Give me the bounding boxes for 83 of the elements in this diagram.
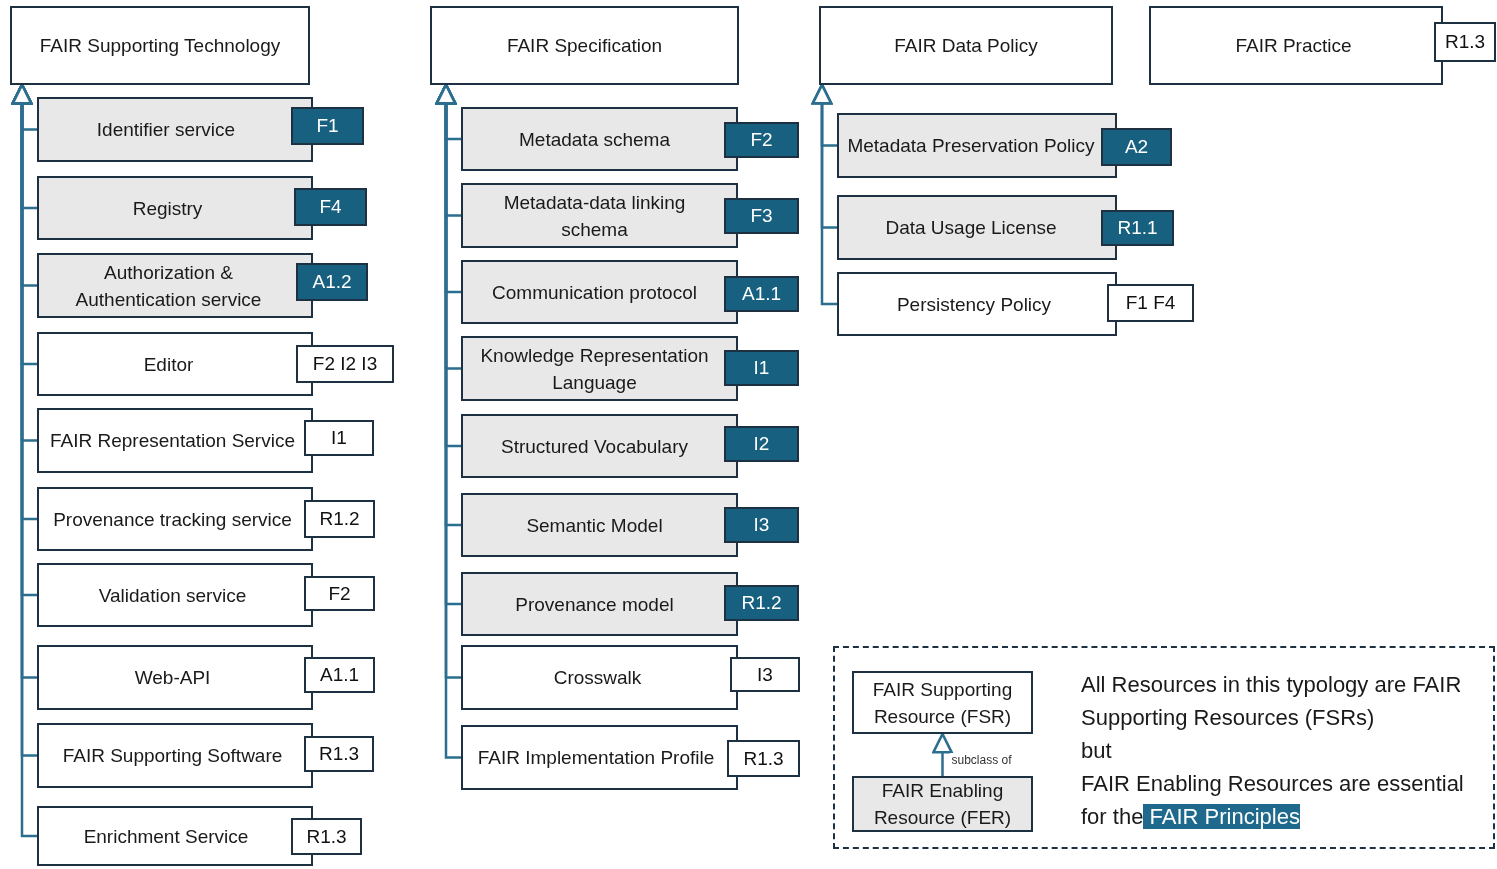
- principle-tag: I3: [730, 657, 800, 692]
- class-box: [852, 776, 1033, 832]
- class-name: Provenance model: [515, 592, 674, 617]
- principle-tag: I2: [724, 426, 799, 462]
- class-name: FAIR Implementation Profile: [477, 746, 715, 770]
- class-box: [10, 6, 310, 85]
- class-name: FAIR Practice: [1235, 34, 1352, 58]
- principle-tag: R1.2: [304, 500, 375, 538]
- edge-label: subclass of: [949, 753, 1014, 767]
- class-name: Communication protocol: [492, 280, 697, 305]
- principle-tag: F1: [291, 107, 364, 145]
- class-name: Semantic Model: [526, 513, 663, 538]
- principle-tag: A2: [1101, 128, 1172, 166]
- class-box: [430, 6, 739, 85]
- principle-tag: R1.3: [304, 736, 374, 772]
- class-box: [461, 260, 738, 324]
- principle-tag: R1.2: [724, 585, 799, 621]
- principle-tag: R1.3: [727, 740, 800, 777]
- class-box: [37, 253, 313, 318]
- class-box: [461, 107, 738, 171]
- class-box: [37, 97, 313, 162]
- class-box: [37, 563, 313, 627]
- legend-panel: [833, 646, 1495, 849]
- principle-tag: R1.1: [1101, 210, 1174, 246]
- class-name: FAIR Enabling Resource (FER): [872, 779, 1013, 830]
- class-box: [461, 183, 738, 248]
- principle-tag: F1 F4: [1107, 284, 1194, 322]
- principle-tag: F3: [724, 198, 799, 234]
- class-box: [37, 332, 313, 396]
- principle-tag: F4: [294, 188, 367, 226]
- class-box: [461, 493, 738, 557]
- class-box: [461, 414, 738, 478]
- class-name: Editor: [143, 352, 194, 377]
- class-name: FAIR Data Policy: [894, 34, 1038, 58]
- class-box: [37, 645, 313, 710]
- class-name: Structured Vocabulary: [501, 434, 688, 459]
- class-box: [819, 6, 1113, 85]
- note-text: All Resources in this typology are FAIR Supporting Resources (FSRs) but FAIR Enabling Resources are essential for the FAIR Principles: [1081, 671, 1465, 831]
- class-name: Data Usage License: [885, 216, 1057, 240]
- principle-tag: R1.3: [1434, 22, 1496, 62]
- principle-tag: F2: [724, 122, 799, 158]
- principle-tag: I3: [724, 507, 799, 543]
- class-box: [837, 195, 1117, 260]
- class-name: Enrichment Service: [83, 824, 249, 849]
- class-box: [461, 572, 738, 636]
- class-name: FAIR Supporting Technology: [39, 34, 281, 58]
- class-box: [37, 487, 313, 551]
- class-box: [837, 272, 1117, 336]
- class-name: FAIR Representation Service: [50, 429, 295, 453]
- class-box: [837, 113, 1117, 178]
- class-name: Authorization & Authentication service: [74, 260, 263, 312]
- class-name: Identifier service: [96, 118, 236, 142]
- principle-tag: I1: [304, 420, 374, 456]
- class-name: Metadata-data linking schema: [502, 190, 687, 242]
- principle-tag: A1.1: [724, 276, 799, 312]
- class-name: Metadata Preservation Policy: [847, 134, 1095, 158]
- principle-tag: F2 I2 I3: [296, 345, 394, 383]
- class-box: [37, 176, 313, 240]
- class-box: [461, 645, 738, 710]
- class-box: [1149, 6, 1443, 85]
- principle-tag: I1: [724, 350, 799, 386]
- class-name: Registry: [132, 196, 203, 221]
- class-name: Validation service: [98, 583, 247, 608]
- class-name: FAIR Specification: [506, 34, 663, 58]
- class-box: [37, 408, 313, 473]
- class-name: Persistency Policy: [896, 292, 1052, 317]
- principle-tag: F2: [304, 576, 375, 611]
- class-name: FAIR Supporting Software: [62, 744, 283, 768]
- generalization-arrow: [811, 83, 837, 306]
- class-name: Crosswalk: [553, 666, 642, 690]
- class-name: Provenance tracking service: [53, 507, 292, 532]
- class-box: [852, 671, 1033, 734]
- class-box: [461, 725, 738, 790]
- class-box: [37, 723, 313, 788]
- class-name: FAIR Supporting Resource (FSR): [871, 677, 1014, 729]
- class-name: Metadata schema: [519, 127, 670, 152]
- class-box: [461, 336, 738, 401]
- class-name: Web-API: [134, 666, 211, 690]
- principle-tag: A1.1: [304, 657, 375, 693]
- generalization-arrow: [932, 732, 953, 776]
- class-name: Knowledge Representation Language: [479, 343, 710, 395]
- principle-tag: R1.3: [291, 818, 362, 855]
- principle-tag: A1.2: [296, 263, 368, 301]
